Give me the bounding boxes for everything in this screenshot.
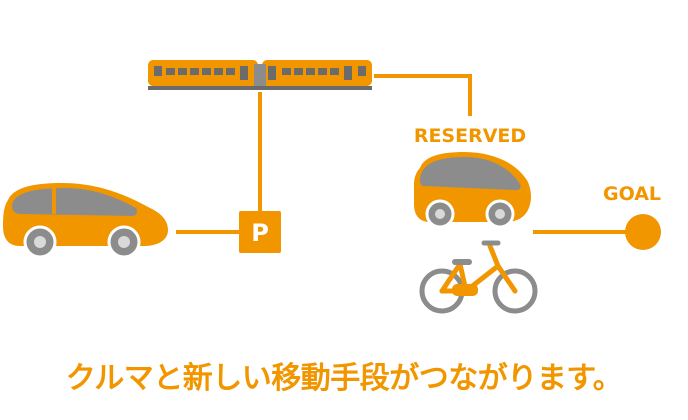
caption-text: クルマと新しい移動手段がつながります。 [65,361,623,396]
bicycle-chain-guard [452,284,478,296]
connector-lines [176,74,630,234]
train-icon [148,60,372,90]
goal-marker-icon [625,214,661,250]
train-car-right [262,60,372,86]
reserved-car-window [419,157,521,191]
car-windows [12,188,137,216]
parking-label: P [251,219,269,247]
reserved-car-icon [414,152,531,229]
train-to-reserved-line [374,74,472,116]
parking-sign-icon: P [239,211,281,253]
bicycle-icon [419,240,538,314]
reserved-label: RESERVED [414,125,526,147]
car-icon [3,183,168,259]
bicycle-seat [452,259,472,265]
bicycle-front-wheel [492,268,538,314]
goal-label: GOAL [603,183,661,205]
